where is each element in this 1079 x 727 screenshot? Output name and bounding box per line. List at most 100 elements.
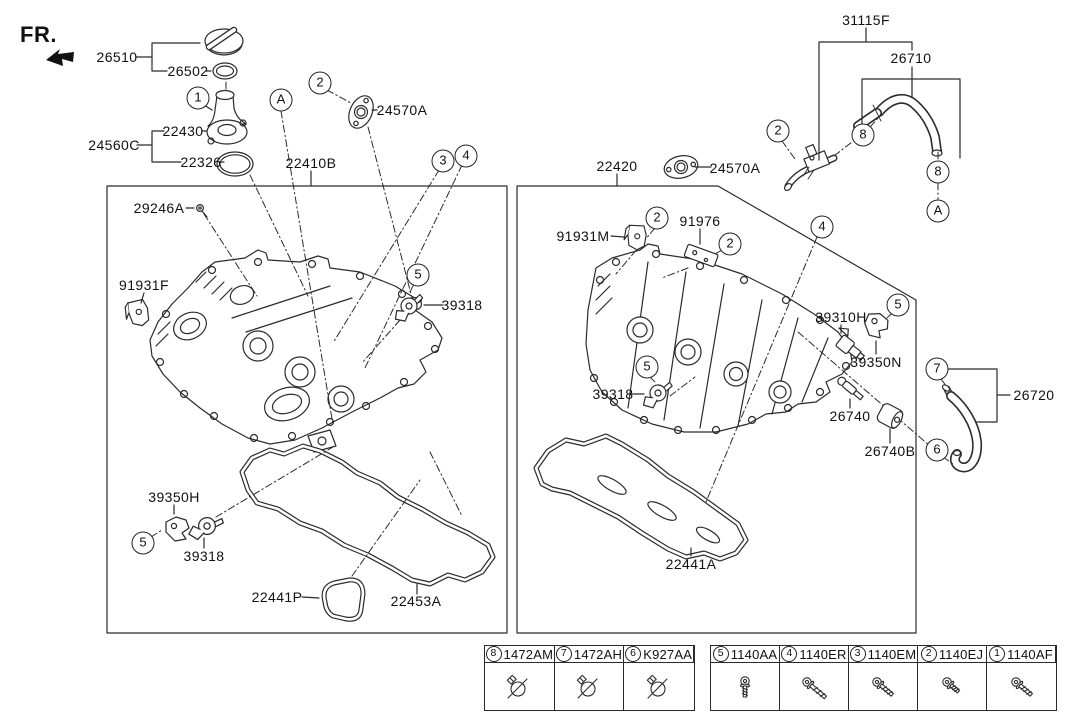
callout-3-3: 3 bbox=[431, 149, 455, 173]
legend-callout-number: 8 bbox=[485, 646, 502, 662]
right-valve-cover-art bbox=[585, 243, 853, 435]
part-label-39318-18: 39318 bbox=[592, 386, 634, 402]
cap-seal-26502-art bbox=[212, 62, 238, 80]
part-label-22441p-12: 22441P bbox=[251, 589, 303, 605]
stud-29246A bbox=[195, 203, 208, 218]
callout-2-2: 2 bbox=[308, 71, 332, 95]
part-label-26740b-25: 26740B bbox=[864, 443, 916, 459]
callout-4-9: 4 bbox=[810, 215, 834, 239]
gasket-22453A-art bbox=[239, 443, 496, 587]
part-label-39310h-22: 39310H bbox=[815, 309, 867, 325]
part-label-39350n-23: 39350N bbox=[850, 354, 902, 370]
oil-cap-26510-art bbox=[204, 26, 244, 56]
legend-icon-cell-1140AF bbox=[987, 663, 1056, 710]
vent-hose-26720-art bbox=[941, 384, 983, 473]
part-label-22326-4: 22326 bbox=[180, 154, 222, 170]
oring-22326-art bbox=[216, 151, 254, 177]
part-label-26740-24: 26740 bbox=[829, 408, 871, 424]
fr-direction-arrow bbox=[46, 49, 74, 66]
bolt-medium-icon bbox=[865, 669, 901, 705]
bolt-long-icon bbox=[796, 669, 832, 705]
hose-clamp-icon bbox=[503, 671, 535, 703]
part-label-39318-11: 39318 bbox=[183, 548, 225, 564]
legend-part-code: 1140AF bbox=[1007, 646, 1053, 662]
right-assembly-box bbox=[516, 185, 917, 634]
callout-8-12: 8 bbox=[851, 123, 875, 147]
callout-5-6: 5 bbox=[131, 531, 155, 555]
left-assembly-box bbox=[106, 185, 508, 634]
left-valve-cover-art bbox=[149, 249, 443, 453]
callout-5-5: 5 bbox=[406, 263, 430, 287]
callout-1-0: 1 bbox=[186, 86, 210, 110]
plate-91976 bbox=[683, 243, 719, 268]
part-label-26510-0: 26510 bbox=[96, 49, 138, 65]
part-label-91931f-8: 91931F bbox=[119, 277, 169, 293]
bolt-short-icon bbox=[934, 669, 970, 705]
legend-callout-number: 6 bbox=[625, 646, 642, 662]
legend-part-code: 1472AM bbox=[503, 646, 554, 662]
filler-neck-22430-art bbox=[206, 89, 248, 145]
part-label-31115f-20: 31115F bbox=[842, 12, 890, 28]
gasket-22441A-art bbox=[533, 433, 749, 562]
legend-icon-cell-1140ER bbox=[780, 663, 849, 710]
callout-8-13: 8 bbox=[926, 160, 950, 184]
legend-part-code: 1140EM bbox=[867, 646, 917, 662]
legend-icon-cell-1140EJ bbox=[918, 663, 987, 710]
part-label-91976-16: 91976 bbox=[679, 213, 721, 229]
legend-icon-cell-1140EM bbox=[849, 663, 918, 710]
pcv-pipe-31115F-art bbox=[783, 143, 838, 192]
legend-icon-cell-1140AA bbox=[711, 663, 780, 710]
callout-2-8: 2 bbox=[718, 232, 742, 256]
part-label-26720-26: 26720 bbox=[1013, 387, 1055, 403]
callout-2-7: 2 bbox=[645, 206, 669, 230]
callout-7-16: 7 bbox=[925, 357, 949, 381]
sensor-26740 bbox=[837, 376, 864, 401]
legend-part-code: 1472AH bbox=[573, 646, 623, 662]
part-label-39350h-10: 39350H bbox=[148, 489, 200, 505]
part-label-39318-9: 39318 bbox=[441, 297, 483, 313]
gasket-22441P-art bbox=[321, 577, 366, 622]
bolt-vertical-icon bbox=[727, 669, 763, 705]
part-label-22441a-19: 22441A bbox=[665, 556, 717, 572]
sensor-39318-left-bottom bbox=[187, 513, 225, 544]
gasket-24570A-right bbox=[661, 152, 701, 182]
legend-part-code: K927AA bbox=[643, 646, 693, 662]
callout-4-4: 4 bbox=[454, 144, 478, 168]
legend-icon-cell-1472AM bbox=[485, 663, 555, 710]
clip-39350H bbox=[165, 516, 190, 542]
part-label-91931m-15: 91931M bbox=[556, 228, 610, 244]
callout-2-11: 2 bbox=[766, 119, 790, 143]
part-label-26710-21: 26710 bbox=[890, 50, 932, 66]
callout-5-15: 5 bbox=[886, 293, 910, 317]
part-label-26502-1: 26502 bbox=[167, 63, 209, 79]
legend-callout-number: 7 bbox=[555, 646, 572, 662]
fr-direction-label: FR. bbox=[20, 22, 57, 47]
legend-callout-number: 4 bbox=[781, 646, 798, 662]
callout-a-1: A bbox=[269, 88, 293, 112]
legend-part-code: 1140ER bbox=[799, 646, 847, 662]
grommet-26740B bbox=[876, 403, 904, 429]
bolt-medium-icon bbox=[1004, 669, 1040, 705]
legend-part-code: 1140EJ bbox=[938, 646, 984, 662]
part-label-24570a-6: 24570A bbox=[376, 102, 428, 118]
part-label-22453a-13: 22453A bbox=[390, 593, 442, 609]
part-label-29246a-7: 29246A bbox=[133, 200, 185, 216]
callout-6-17: 6 bbox=[925, 438, 949, 462]
part-label-24560c-3: 24560C bbox=[88, 137, 140, 153]
part-label-22430-2: 22430 bbox=[162, 123, 204, 139]
legend-part-code: 1140AA bbox=[730, 646, 778, 662]
legend-icon-cell-K927AA bbox=[624, 663, 694, 710]
callout-5-10: 5 bbox=[635, 355, 659, 379]
leader-dash-lines bbox=[150, 81, 954, 577]
